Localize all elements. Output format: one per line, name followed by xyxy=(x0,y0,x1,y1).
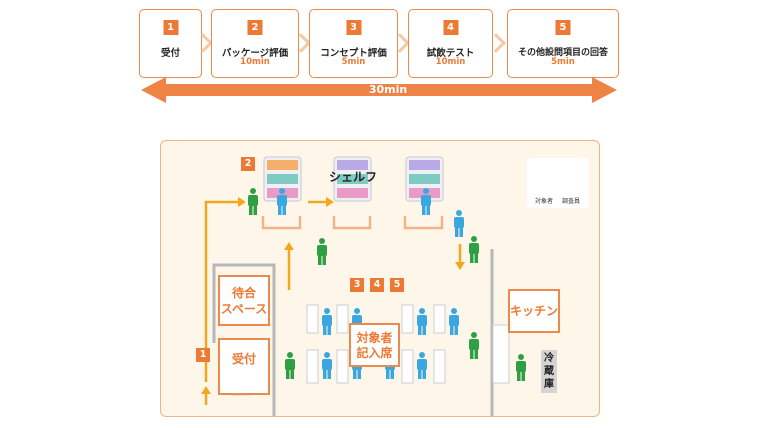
step-title: その他設問項目の回答 xyxy=(517,48,608,58)
writing-desks xyxy=(306,304,446,384)
step-duration: 10min xyxy=(240,57,270,67)
surveyor-icon xyxy=(469,236,479,263)
step-badge-4: 4 xyxy=(370,278,384,292)
waiting-label-line-2: スペース xyxy=(220,302,268,316)
step-duration: 5min xyxy=(551,57,575,67)
legend-respondent-label: 対象者 xyxy=(534,198,553,205)
kitchen-box: キッチン xyxy=(508,289,560,333)
shelf-unit-2 xyxy=(333,156,372,202)
step-number: 3 xyxy=(346,20,361,35)
waiting-label-line-1: 待合 xyxy=(231,286,256,300)
step-number: 2 xyxy=(247,20,263,35)
fridge-box: 冷蔵庫 xyxy=(541,350,557,393)
respondent-icon xyxy=(417,352,427,379)
respondent-icon xyxy=(449,308,459,335)
step-badge-5: 5 xyxy=(390,278,404,292)
step-number: 1 xyxy=(163,20,178,35)
writing-label-line-2: 記入席 xyxy=(356,346,393,360)
fridge-label: 冷蔵庫 xyxy=(544,353,554,390)
reception-box: 受付 xyxy=(218,338,270,395)
surveyor-icon xyxy=(248,188,258,215)
writing-label-line-1: 対象者 xyxy=(356,331,393,345)
step-number: 4 xyxy=(443,20,458,35)
step-2-box: 2 パッケージ評価 10min xyxy=(211,9,299,78)
surveyor-icon xyxy=(317,238,327,265)
shelf-label: シェルフ xyxy=(329,170,378,184)
step-title: パッケージ評価 xyxy=(221,48,289,59)
step-duration: 5min xyxy=(341,57,366,67)
respondent-icon xyxy=(417,308,427,335)
kitchen-label: キッチン xyxy=(510,304,559,318)
step-badge-1: 1 xyxy=(196,348,210,362)
step-duration: 10min xyxy=(435,57,466,67)
total-time-label: 30min xyxy=(368,83,408,96)
step-1-box: 1 受付 xyxy=(139,9,202,78)
step-number: 5 xyxy=(555,20,571,35)
step-title: コンセプト評価 xyxy=(320,48,387,59)
shelf-unit-3 xyxy=(405,156,444,202)
writing-area-box: 対象者 記入席 xyxy=(349,323,400,367)
legend-box: 対象者 調査員 xyxy=(527,158,589,208)
surveyor-icon xyxy=(469,332,479,359)
surveyor-icon xyxy=(285,352,295,379)
step-3-box: 3 コンセプト評価 5min xyxy=(309,9,398,78)
reception-label: 受付 xyxy=(231,352,256,366)
step-badge-3: 3 xyxy=(350,278,364,292)
shelf-unit-1 xyxy=(263,156,302,202)
respondent-icon xyxy=(421,188,431,215)
respondent-icon xyxy=(322,352,332,379)
flow-arrows xyxy=(204,200,462,405)
arrow-heads xyxy=(201,197,465,394)
respondent-icon xyxy=(454,210,464,237)
respondent-icon xyxy=(322,308,332,335)
step-4-box: 4 試飲テスト 10min xyxy=(408,9,493,78)
step-title: 試飲テスト xyxy=(426,48,475,59)
shelf-trays xyxy=(261,216,444,230)
legend-surveyor-label: 調査員 xyxy=(561,198,580,205)
walls xyxy=(212,249,494,416)
waiting-space-box: 待合 スペース xyxy=(218,275,270,326)
kitchen-counter xyxy=(492,324,510,384)
step-badge-2: 2 xyxy=(241,157,255,171)
respondent-icon xyxy=(277,188,287,215)
step-5-box: 5 その他設問項目の回答 5min xyxy=(507,9,619,78)
surveyor-icon xyxy=(516,354,526,381)
step-title: 受付 xyxy=(160,48,180,59)
